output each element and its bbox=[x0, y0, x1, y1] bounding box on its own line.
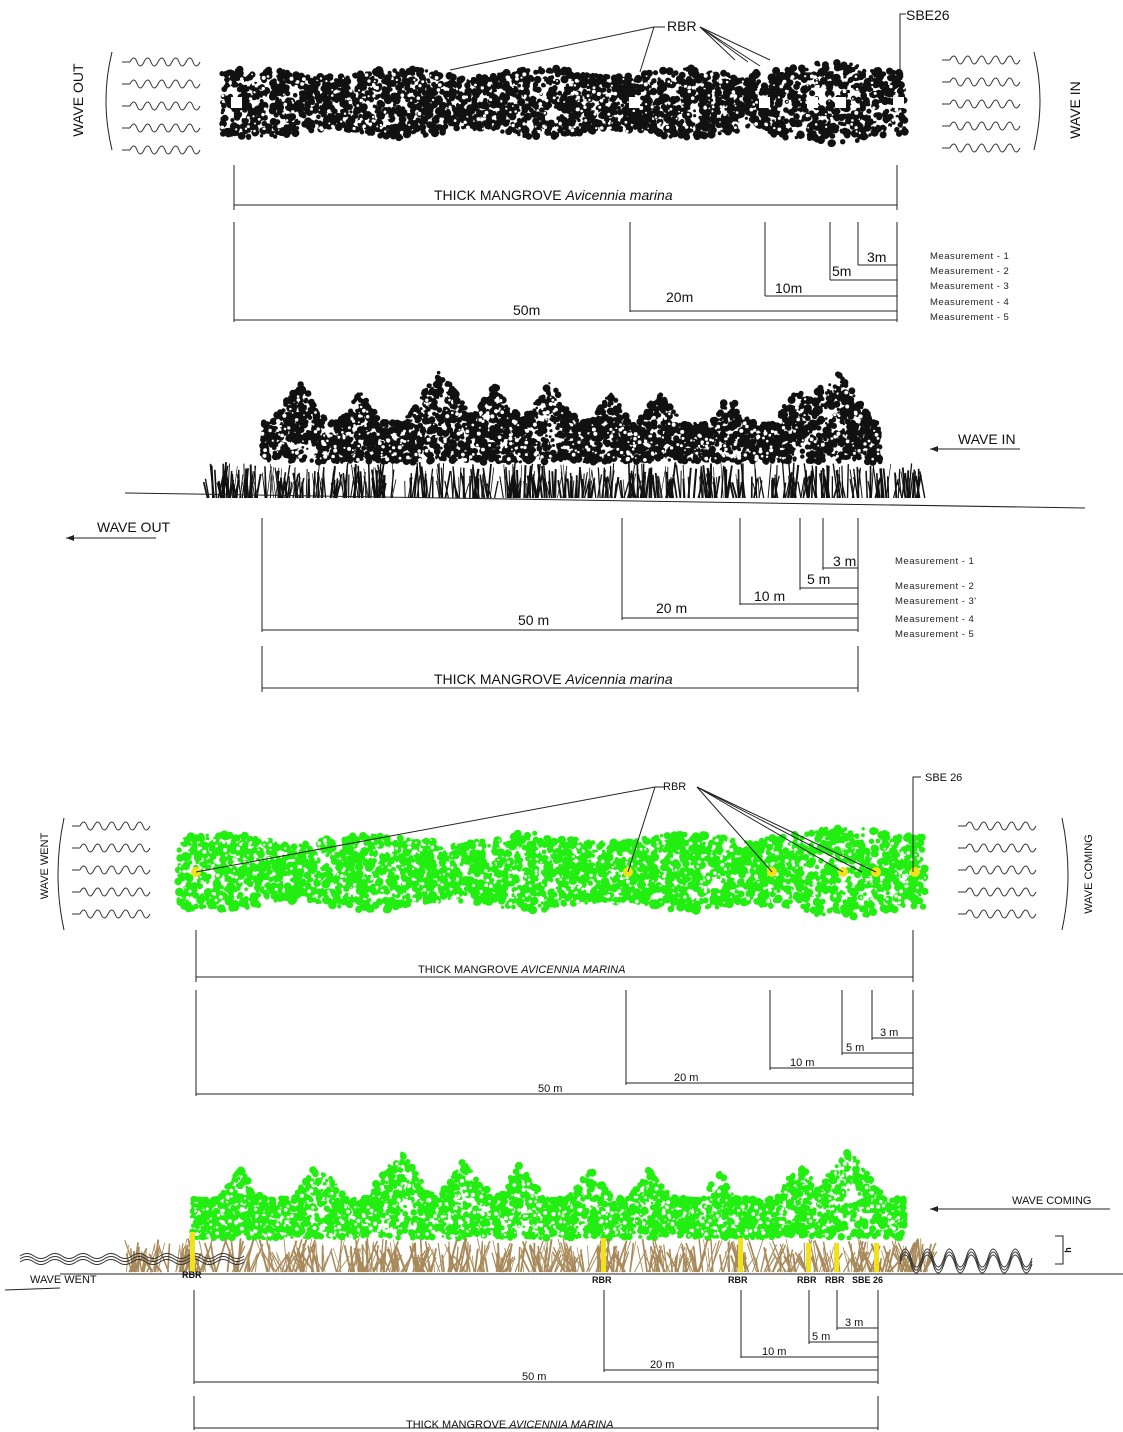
measurement-item: Measurement - 1 bbox=[930, 251, 1009, 262]
wave-coming-label: WAVE COMING bbox=[1083, 834, 1095, 913]
depth-label: h bbox=[1063, 1247, 1073, 1253]
instrument-label: RBR bbox=[182, 1270, 202, 1280]
species-label: THICK MANGROVE Avicennia marina bbox=[434, 671, 673, 687]
dist-20m: 20m bbox=[666, 289, 693, 305]
measurement-list-1: Measurement - 1 Measurement - 2 Measurem… bbox=[930, 251, 1009, 323]
panel-2-side-view: WAVE IN WAVE OUT 3 m 5 m 10 m 20 m 50 m … bbox=[66, 370, 1086, 692]
species-label: THICK MANGROVE AVICENNIA MARINA bbox=[406, 1419, 613, 1431]
distance-dimensions bbox=[193, 1290, 879, 1384]
rbr-leaders bbox=[449, 26, 771, 73]
instrument-markers bbox=[231, 97, 904, 108]
wave-bracket-left bbox=[57, 817, 65, 931]
wave-coming-label: WAVE COMING bbox=[1012, 1195, 1091, 1207]
root-zone-black bbox=[202, 462, 926, 499]
wave-bracket-left bbox=[105, 51, 113, 151]
measurement-item: Measurement - 4 bbox=[930, 297, 1009, 308]
wave-bracket-right bbox=[1033, 51, 1041, 151]
dist-5m: 5 m bbox=[846, 1042, 864, 1054]
wave-went-label: WAVE WENT bbox=[30, 1274, 97, 1286]
instrument-poles bbox=[190, 1232, 879, 1272]
wave-icons-left bbox=[72, 821, 151, 919]
wave-icons-right bbox=[958, 821, 1037, 919]
distance-dimensions bbox=[195, 990, 914, 1096]
canopy-plan-black bbox=[219, 59, 909, 148]
wave-icons-left bbox=[122, 57, 201, 155]
dist-50m: 50m bbox=[513, 302, 540, 318]
wave-in-label: WAVE IN bbox=[1067, 81, 1083, 139]
measurement-item: Measurement - 3' bbox=[895, 596, 977, 607]
root-zone-brown bbox=[124, 1237, 938, 1273]
panel-1-plan-view: RBR SBE26 WAVE OUT WAVE IN THICK MANGROV… bbox=[70, 7, 1083, 323]
sbe26-label: SBE26 bbox=[906, 7, 950, 23]
distance-dimensions bbox=[261, 518, 859, 632]
water-waves bbox=[19, 1248, 1033, 1274]
dist-10m: 10 m bbox=[790, 1057, 814, 1069]
wave-went-label: WAVE WENT bbox=[39, 832, 51, 899]
panel-4-side-view: WAVE COMING WAVE WENT h RBR RBR RBR RBR … bbox=[4, 1149, 1123, 1431]
measurement-item: Measurement - 4 bbox=[895, 614, 974, 625]
rbr-label: RBR bbox=[663, 781, 686, 793]
dist-50m: 50 m bbox=[518, 612, 549, 628]
instrument-label: RBR bbox=[825, 1275, 845, 1285]
dist-3m: 3 m bbox=[880, 1027, 898, 1039]
ground-line bbox=[124, 492, 1086, 509]
dist-50m: 50 m bbox=[538, 1083, 562, 1095]
dist-3m: 3 m bbox=[833, 553, 856, 569]
dist-10m: 10 m bbox=[762, 1346, 786, 1358]
canopy-plan-green bbox=[174, 824, 929, 921]
instrument-label: SBE 26 bbox=[852, 1275, 883, 1285]
measurement-item: Measurement - 3 bbox=[930, 281, 1009, 292]
dist-50m: 50 m bbox=[522, 1371, 546, 1383]
species-label: THICK MANGROVE AVICENNIA MARINA bbox=[418, 964, 625, 976]
dist-3m: 3 m bbox=[845, 1317, 863, 1329]
species-label: THICK MANGROVE Avicennia marina bbox=[434, 187, 673, 203]
dist-3m: 3m bbox=[867, 249, 886, 265]
wave-in-label: WAVE IN bbox=[958, 431, 1016, 447]
measurement-item: Measurement - 2 bbox=[930, 266, 1009, 277]
measurement-item: Measurement - 1 bbox=[895, 556, 974, 567]
rbr-leaders bbox=[195, 786, 877, 873]
instrument-labels: RBR RBR RBR RBR RBR SBE 26 bbox=[182, 1270, 883, 1285]
sbe26-label: SBE 26 bbox=[925, 772, 962, 784]
dist-20m: 20 m bbox=[650, 1359, 674, 1371]
canopy-side-green bbox=[189, 1149, 908, 1242]
rbr-label: RBR bbox=[667, 18, 697, 34]
canopy-side-black bbox=[259, 370, 884, 466]
dist-5m: 5 m bbox=[807, 571, 830, 587]
wave-bracket-right bbox=[1061, 817, 1069, 931]
dist-20m: 20 m bbox=[656, 600, 687, 616]
wave-out-label: WAVE OUT bbox=[97, 519, 171, 535]
measurement-list-2: Measurement - 1 Measurement - 2 Measurem… bbox=[895, 556, 977, 640]
measurement-item: Measurement - 2 bbox=[895, 581, 974, 592]
instrument-label: RBR bbox=[797, 1275, 817, 1285]
measurement-item: Measurement - 5 bbox=[930, 312, 1009, 323]
dist-20m: 20 m bbox=[674, 1072, 698, 1084]
dist-10m: 10m bbox=[775, 280, 802, 296]
dist-10m: 10 m bbox=[754, 588, 785, 604]
instrument-label: RBR bbox=[728, 1275, 748, 1285]
panel-3-plan-view: RBR SBE 26 WAVE WENT WAVE COMING THICK M… bbox=[39, 772, 1095, 1096]
dist-5m: 5m bbox=[832, 263, 851, 279]
wave-icons-right bbox=[942, 55, 1021, 153]
distance-dimensions bbox=[233, 222, 898, 322]
measurement-item: Measurement - 5 bbox=[895, 629, 974, 640]
wave-out-label: WAVE OUT bbox=[70, 63, 86, 137]
dist-5m: 5 m bbox=[812, 1331, 830, 1343]
instrument-label: RBR bbox=[592, 1275, 612, 1285]
